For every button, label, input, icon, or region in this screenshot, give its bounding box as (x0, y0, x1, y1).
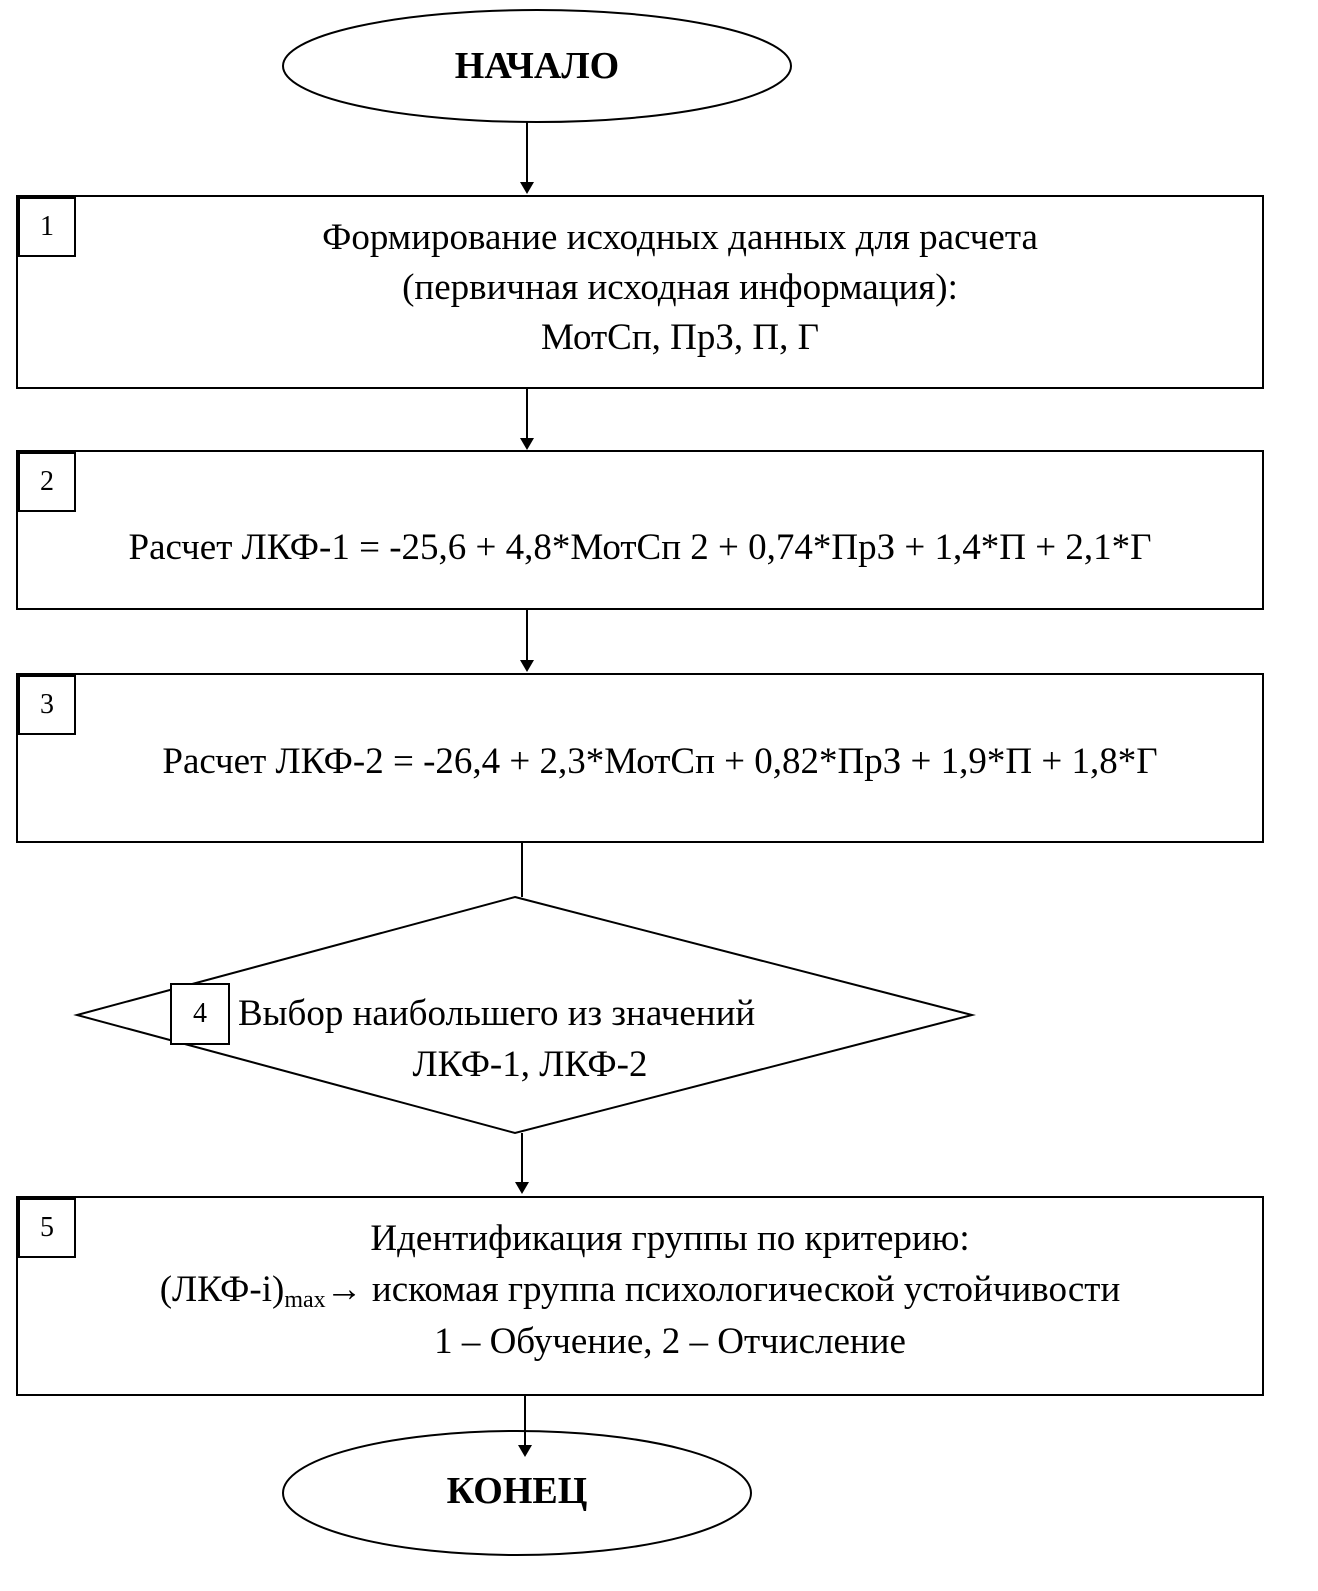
criterion-formula: (ЛКФ-i) (159, 1269, 285, 1310)
process-box-3 (16, 673, 1264, 843)
step-number-5: 5 (18, 1198, 76, 1258)
step-1-line-1: Формирование исходных данных для расчета (322, 217, 1038, 258)
start-terminator (282, 9, 792, 123)
step-1-line-3: МотСп, ПрЗ, П, Г (540, 317, 819, 358)
criterion-subscript: max (284, 1287, 326, 1313)
step-2-formula: Расчет ЛКФ-1 = -25,6 + 4,8*МотСп 2 + 0,7… (128, 527, 1152, 568)
step-number-1: 1 (18, 197, 76, 257)
step-5-line-2: (ЛКФ-i)max→ искомая группа психологическ… (16, 1266, 1264, 1314)
step-number-3: 3 (18, 675, 76, 735)
process-box-1 (16, 195, 1264, 389)
step-4-line-2: ЛКФ-1, ЛКФ-2 (412, 1044, 648, 1085)
step-number-4: 4 (170, 983, 230, 1045)
start-label: НАЧАЛО (454, 45, 620, 87)
end-label: КОНЕЦ (446, 1470, 588, 1512)
process-box-5 (16, 1196, 1264, 1396)
criterion-result: → искомая группа психологической устойчи… (325, 1269, 1121, 1310)
step-1-line-2: (первичная исходная информация): (402, 267, 958, 308)
end-terminator (282, 1430, 752, 1556)
step-4-line-1: Выбор наибольшего из значений (238, 993, 756, 1034)
step-5-line-3: 1 – Обучение, 2 – Отчисление (434, 1321, 906, 1362)
step-3-formula: Расчет ЛКФ-2 = -26,4 + 2,3*МотСп + 0,82*… (162, 741, 1158, 782)
decision-diamond (73, 895, 976, 1135)
process-box-2 (16, 450, 1264, 610)
step-number-2: 2 (18, 452, 76, 512)
step-5-line-1: Идентификация группы по критерию: (370, 1218, 970, 1259)
